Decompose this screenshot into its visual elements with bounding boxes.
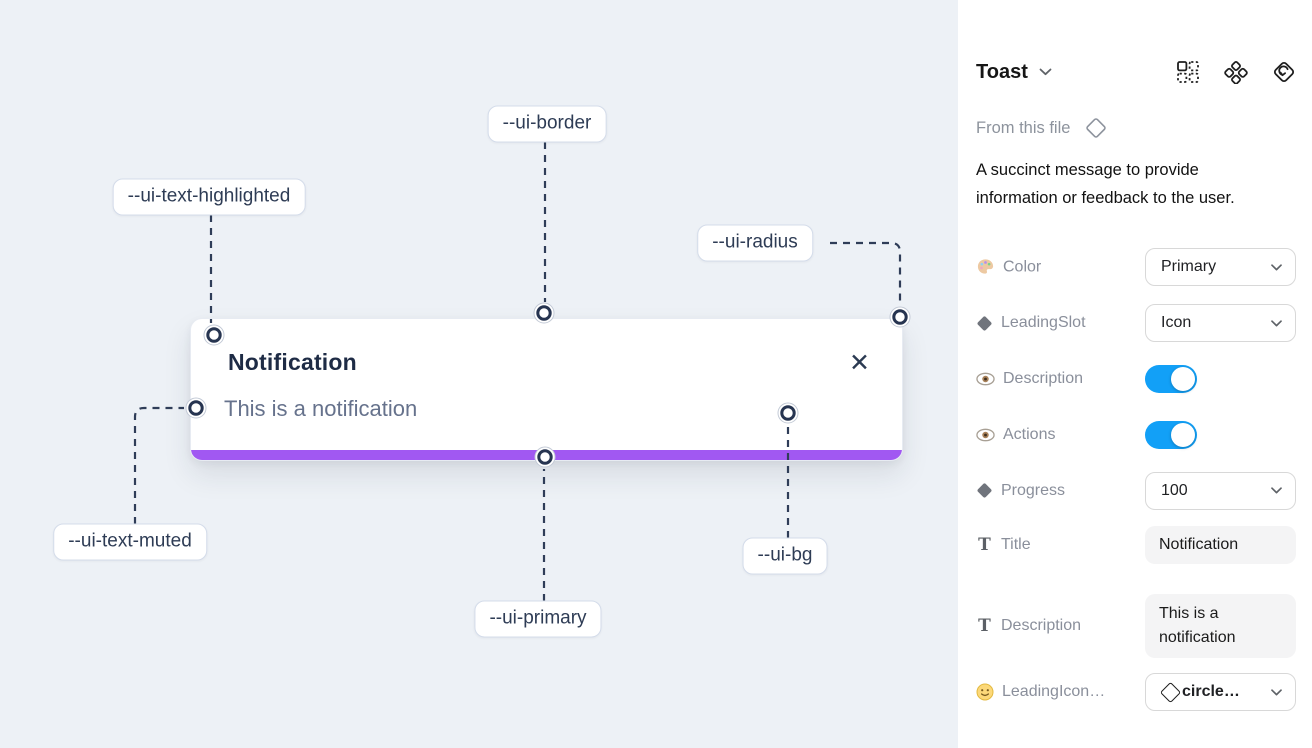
connector-ui-radius: [830, 241, 902, 306]
property-row-title: T Title Notification: [976, 518, 1296, 590]
property-row-actions-toggle: Actions: [976, 407, 1296, 463]
property-row-leadingslot: LeadingSlot Icon: [976, 295, 1296, 351]
property-row-description-field: T Description This is a notification: [976, 590, 1296, 662]
property-label: LeadingSlot: [1001, 314, 1086, 331]
property-label: Description: [1001, 617, 1082, 634]
close-icon[interactable]: ✕: [849, 349, 870, 377]
description-toggle[interactable]: [1145, 365, 1197, 393]
diamond-icon: [1083, 115, 1109, 141]
component-title[interactable]: Toast: [976, 60, 1028, 83]
eye-icon: [976, 372, 995, 386]
property-label: Description: [1003, 370, 1084, 387]
title-field[interactable]: Notification: [1145, 526, 1296, 565]
diamond-icon: [976, 315, 993, 331]
chevron-down-icon: [1271, 487, 1282, 494]
toast-progress-bar: [191, 450, 902, 460]
diamond-icon: [976, 482, 993, 499]
property-row-progress: Progress 100: [976, 463, 1296, 518]
toast-description: This is a notification: [224, 396, 418, 421]
color-select[interactable]: Primary: [1145, 248, 1296, 286]
property-label: Color: [1003, 258, 1042, 275]
annotation-label-ui-radius: --ui-radius: [697, 224, 813, 262]
select-value: 100: [1161, 481, 1188, 499]
property-rows: Color Primary LeadingSlot: [976, 239, 1296, 722]
toast-component[interactable]: Notification This is a notification ✕: [190, 318, 903, 461]
chevron-down-icon[interactable]: [1039, 68, 1052, 76]
text-icon: T: [978, 616, 991, 636]
chevron-down-icon: [1271, 263, 1282, 270]
toggle-knob: [1171, 367, 1195, 391]
select-value: circle…: [1182, 683, 1240, 700]
properties-panel: Toast: [958, 0, 1312, 748]
chevron-down-icon: [1271, 688, 1282, 695]
leadingicon-select[interactable]: circle…: [1145, 673, 1296, 711]
property-label: Title: [1001, 536, 1031, 554]
toast-title: Notification: [228, 349, 357, 375]
property-row-leadingicon: LeadingIcon… circle…: [976, 662, 1296, 722]
component-icon[interactable]: [1224, 60, 1248, 84]
source-label: From this file: [976, 118, 1071, 137]
component-description: A succinct message to provide informatio…: [976, 161, 1235, 207]
palette-icon: [976, 258, 995, 277]
select-value: Primary: [1161, 258, 1217, 275]
text-icon: T: [978, 535, 991, 556]
toggle-knob: [1171, 423, 1195, 447]
go-to-main-component-icon[interactable]: [1272, 60, 1296, 84]
eye-icon: [976, 428, 995, 442]
property-label: Progress: [1001, 481, 1066, 499]
chevron-down-icon: [1271, 319, 1282, 326]
design-canvas[interactable]: Notification This is a notification ✕: [0, 0, 958, 748]
select-value: Icon: [1161, 314, 1192, 331]
annotation-label-ui-bg: --ui-bg: [742, 537, 828, 575]
diamond-icon: [1159, 681, 1182, 703]
property-label: LeadingIcon…: [1002, 683, 1106, 700]
property-row-color: Color Primary: [976, 239, 1296, 295]
annotation-label-ui-border: --ui-border: [487, 105, 607, 143]
property-label: Actions: [1003, 426, 1056, 443]
annotation-label-ui-primary: --ui-primary: [474, 600, 602, 638]
variants-grid-icon[interactable]: [1176, 60, 1200, 84]
leadingslot-select[interactable]: Icon: [1145, 304, 1296, 342]
progress-select[interactable]: 100: [1145, 471, 1296, 510]
connector-ui-text-muted: [133, 406, 184, 524]
annotation-label-ui-text-highlighted: --ui-text-highlighted: [112, 178, 306, 216]
actions-toggle[interactable]: [1145, 421, 1197, 449]
annotation-label-ui-text-muted: --ui-text-muted: [53, 523, 207, 561]
smiley-icon: [976, 683, 994, 701]
property-row-description-toggle: Description: [976, 351, 1296, 407]
description-field[interactable]: This is a notification: [1145, 594, 1296, 658]
